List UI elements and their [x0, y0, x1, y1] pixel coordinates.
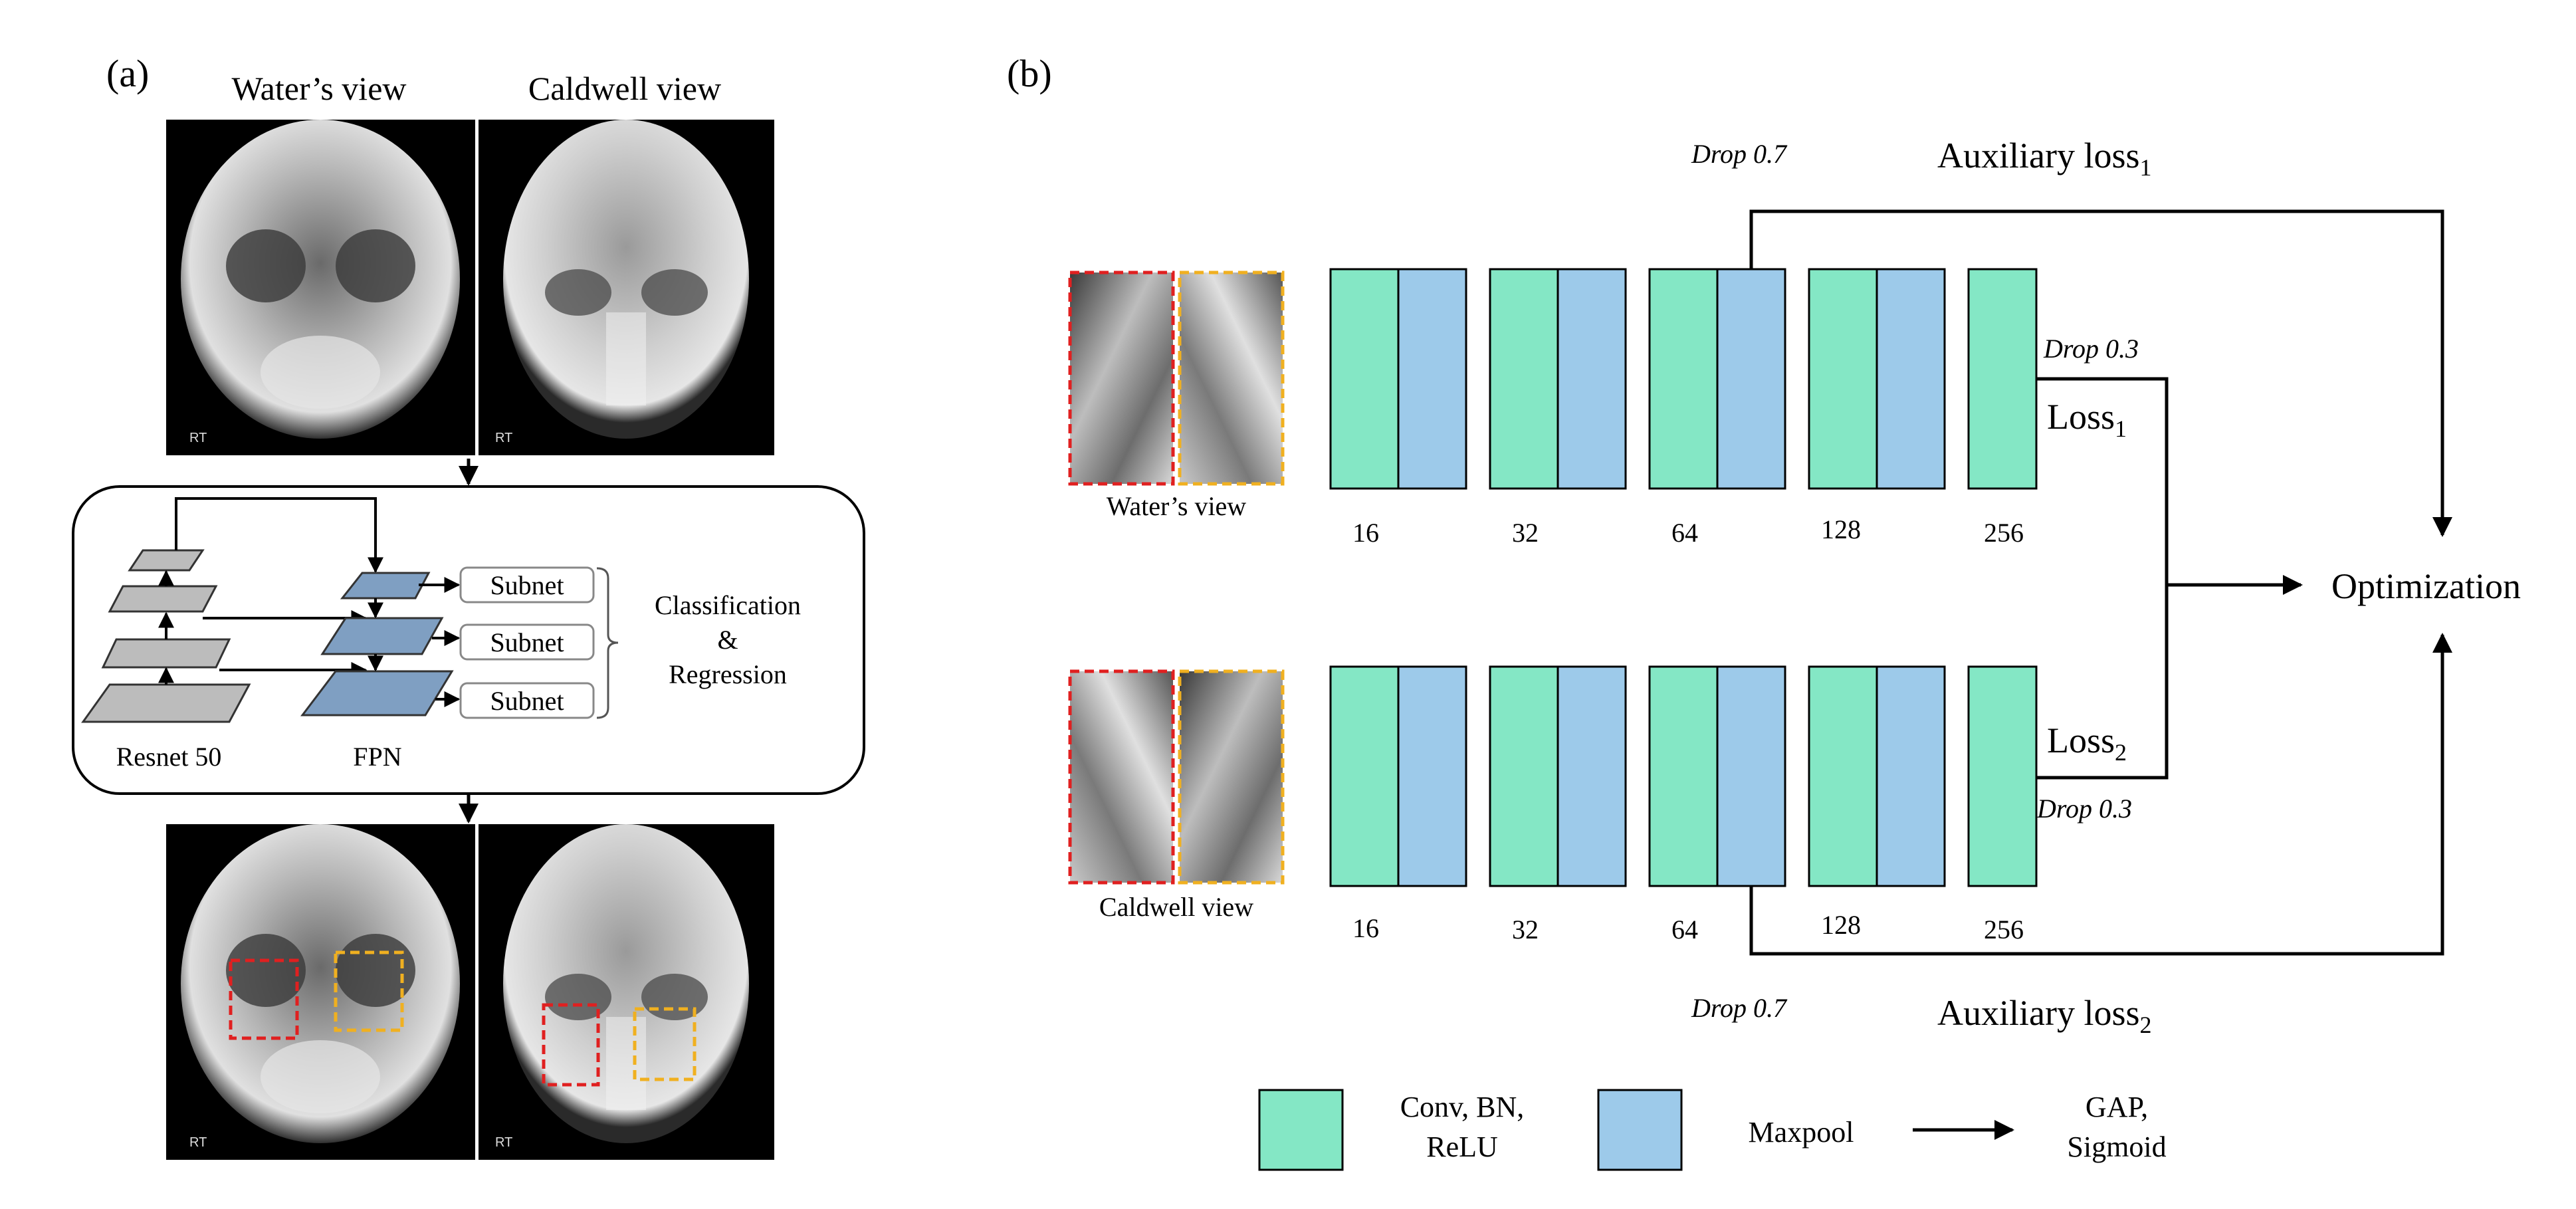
svg-text:Subnet: Subnet	[490, 627, 564, 657]
conv-block	[1489, 268, 1559, 490]
svg-text:256: 256	[1984, 518, 2024, 548]
conv-block	[1329, 268, 1400, 490]
classification-regression-label: Classification & Regression	[655, 590, 801, 689]
detection-box-right-sinus	[229, 958, 299, 1040]
svg-text:64: 64	[1671, 518, 1698, 548]
drop-main-top: Drop 0.3	[2043, 334, 2139, 364]
loss-2-label: Loss2	[2047, 720, 2127, 766]
loss-1-path	[2036, 377, 2169, 585]
svg-text:Regression: Regression	[669, 659, 787, 689]
conv-block	[1648, 665, 1719, 887]
rt-marker: RT	[189, 431, 207, 445]
svg-text:32: 32	[1512, 518, 1539, 548]
svg-text:64: 64	[1671, 915, 1698, 944]
subnet-box: Subnet	[459, 682, 595, 719]
drop-aux-bottom: Drop 0.7	[1691, 993, 1788, 1023]
svg-text:Subnet: Subnet	[490, 686, 564, 716]
svg-text:16: 16	[1352, 518, 1379, 548]
input-crop-water	[1068, 271, 1285, 486]
legend-conv-swatch	[1258, 1089, 1344, 1171]
top-down-path	[175, 497, 383, 574]
svg-text:128: 128	[1821, 910, 1861, 940]
maxpool-block	[1716, 665, 1786, 887]
aux-loss-2-label: Auxiliary loss2	[1937, 993, 2152, 1038]
conv-block	[1648, 268, 1719, 490]
maxpool-block	[1716, 268, 1786, 490]
water-view-title: Water’s view	[231, 70, 406, 107]
drop-aux-top: Drop 0.7	[1691, 139, 1788, 169]
maxpool-block	[1876, 665, 1946, 887]
panel-a: (a) Water’s view Caldwell view RT RT	[72, 52, 865, 1160]
rt-marker: RT	[495, 1135, 512, 1150]
maxpool-block	[1556, 268, 1627, 490]
aux-loss-1-label: Auxiliary loss1	[1937, 136, 2152, 181]
optimization-label: Optimization	[2331, 566, 2521, 606]
resnet-label: Resnet 50	[116, 742, 222, 772]
drop-main-bottom: Drop 0.3	[2036, 794, 2132, 824]
fpn-label: FPN	[353, 742, 401, 772]
conv-block	[1329, 665, 1400, 887]
subnet-box: Subnet	[459, 566, 595, 604]
svg-text:Subnet: Subnet	[490, 570, 564, 600]
loss-1-label: Loss1	[2047, 397, 2127, 442]
input-crop-caldwell	[1068, 669, 1285, 885]
svg-text:Conv, BN,: Conv, BN,	[1400, 1091, 1525, 1123]
loss-2-path	[2036, 585, 2169, 780]
fpn-stack	[300, 572, 454, 716]
detection-box-left-sinus	[334, 950, 404, 1032]
xray-water-bottom: RT	[166, 824, 475, 1160]
svg-text:ReLU: ReLU	[1426, 1131, 1498, 1163]
rt-marker: RT	[495, 431, 512, 445]
input-label-water: Water’s view	[1107, 491, 1247, 521]
panel-b-label: (b)	[1007, 52, 1052, 95]
xray-caldwell-bottom: RT	[479, 824, 774, 1160]
svg-text:256: 256	[1984, 915, 2024, 944]
conv-block	[1808, 268, 1878, 490]
conv-block	[1967, 268, 2038, 490]
svg-text:Classification: Classification	[655, 590, 801, 620]
subnet-brace	[596, 567, 619, 719]
detection-box-right-sinus	[542, 1003, 600, 1087]
resnet-stack	[81, 549, 251, 723]
network-branch-bottom	[1329, 665, 2038, 887]
svg-text:Maxpool: Maxpool	[1749, 1116, 1854, 1149]
svg-text:16: 16	[1352, 913, 1379, 943]
maxpool-block	[1876, 268, 1946, 490]
aux-path-bottom	[1749, 633, 2452, 956]
legend-maxpool-swatch	[1597, 1089, 1683, 1171]
maxpool-block	[1397, 268, 1467, 490]
legend: Conv, BN, ReLU Maxpool GAP, Sigmoid	[1258, 1089, 2167, 1171]
maxpool-block	[1556, 665, 1627, 887]
svg-text:32: 32	[1512, 915, 1539, 944]
xray-caldwell-top: RT	[479, 120, 774, 455]
caldwell-view-title: Caldwell view	[528, 70, 721, 107]
svg-text:Sigmoid: Sigmoid	[2067, 1131, 2166, 1163]
input-label-caldwell: Caldwell view	[1099, 892, 1253, 922]
aux-path-top	[1749, 209, 2452, 537]
panel-b: (b) Water’s view Caldwell view	[1007, 52, 2521, 1171]
detection-box-left-sinus	[633, 1007, 697, 1081]
panel-a-label: (a)	[106, 52, 149, 95]
xray-water-top: RT	[166, 120, 475, 455]
network-branch-top	[1329, 268, 2038, 490]
subnet-box: Subnet	[459, 623, 595, 661]
rt-marker: RT	[189, 1135, 207, 1150]
conv-block	[1808, 665, 1878, 887]
channel-labels-top: 16 32 64 128 256	[1352, 514, 2024, 548]
conv-block	[1967, 665, 2038, 887]
maxpool-block	[1397, 665, 1467, 887]
svg-text:GAP,: GAP,	[2086, 1091, 2148, 1123]
svg-text:128: 128	[1821, 514, 1861, 544]
conv-block	[1489, 665, 1559, 887]
channel-labels-bottom: 16 32 64 128 256	[1352, 910, 2024, 944]
svg-text:&: &	[717, 625, 738, 655]
